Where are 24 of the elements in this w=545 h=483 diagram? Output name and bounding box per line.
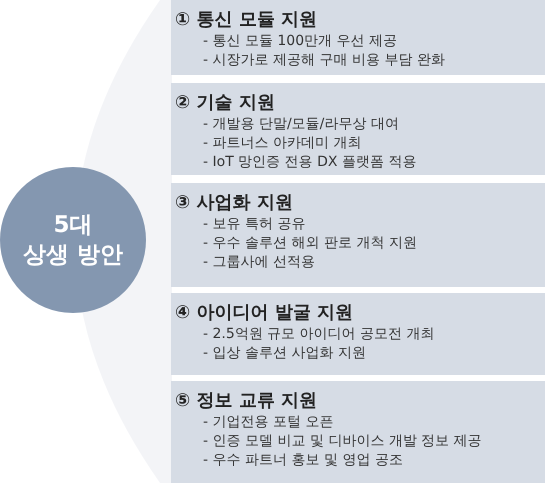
bullet-item: - 인증 모델 비교 및 디바이스 개발 정보 제공 bbox=[202, 432, 483, 451]
support-card bbox=[171, 381, 545, 483]
card-heading: ④ 아이디어 발굴 지원 bbox=[175, 301, 354, 325]
card-heading: ① 통신 모듈 지원 bbox=[175, 8, 318, 32]
bullet-item: - 2.5억원 규모 아이디어 공모전 개최 bbox=[202, 325, 436, 344]
card-heading: ③ 사업화 지원 bbox=[175, 191, 294, 215]
card-heading: ⑤ 정보 교류 지원 bbox=[175, 389, 318, 413]
support-card bbox=[171, 83, 545, 175]
circle-title: 5대 상생 방안 bbox=[22, 211, 123, 270]
support-card bbox=[171, 183, 545, 287]
support-card bbox=[171, 0, 545, 75]
bullet-item: - 시장가로 제공해 구매 비용 부담 완화 bbox=[202, 51, 446, 70]
bullet-item: - 기업전용 포털 오픈 bbox=[202, 413, 334, 432]
bullet-item: - 입상 솔루션 사업화 지원 bbox=[202, 344, 367, 363]
bullet-item: - 우수 솔루션 해외 판로 개척 지원 bbox=[202, 234, 418, 253]
bullet-item: - IoT 망인증 전용 DX 플랫폼 적용 bbox=[202, 153, 418, 172]
bullet-item: - 우수 파트너 홍보 및 영업 공조 bbox=[202, 451, 404, 470]
card-heading: ② 기술 지원 bbox=[175, 91, 276, 115]
bullet-item: - 보유 특허 공유 bbox=[202, 215, 306, 234]
bullet-item: - 파트너스 아카데미 개최 bbox=[202, 134, 362, 153]
bullet-item: - 그룹사에 선적용 bbox=[202, 253, 316, 272]
support-card bbox=[171, 293, 545, 375]
bullet-item: - 통신 모듈 100만개 우선 제공 bbox=[202, 32, 398, 51]
bullet-item: - 개발용 단말/모듈/라무상 대여 bbox=[202, 115, 400, 134]
